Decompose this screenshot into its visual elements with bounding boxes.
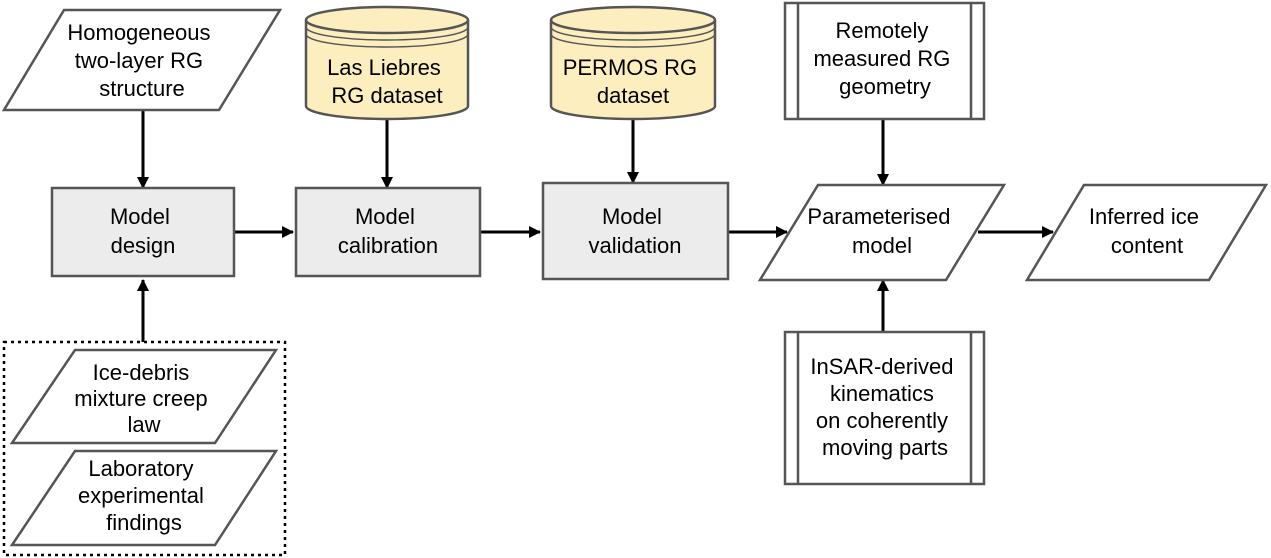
node-insar-kinematics: InSAR-derived kinematics on coherently m… [783,330,986,486]
node-model-calibration: Model calibration [294,186,482,278]
database-cylinder-ring [305,33,469,48]
process-box-shape [541,181,730,281]
text-line: Model [355,204,415,229]
text-line: moving parts [822,435,948,460]
node-inferred-ice-content: Inferred ice content [1024,183,1269,282]
node-text: Remotely measured RG geometry [813,18,956,99]
text-line: Remotely [835,18,928,43]
text-line: design [111,233,176,258]
text-line: Inferred ice [1089,204,1199,229]
text-line: two-layer RG [75,48,203,73]
process-box-shape [50,186,236,278]
node-text: Laboratory experimental findings [78,456,210,535]
parallelogram-shape [9,449,279,547]
node-text: InSAR-derived kinematics on coherently m… [810,354,959,460]
text-line: calibration [338,233,438,258]
text-line: findings [106,510,182,535]
node-text: Model calibration [338,204,438,258]
database-cylinder-ring [550,33,716,48]
text-line: structure [99,76,185,101]
predefined-process-shape [783,1,986,121]
database-cylinder-top [304,5,470,35]
node-las-liebres-dataset: Las Liebres RG dataset [304,5,470,121]
parallelogram-shape [757,183,1007,282]
node-text: Parameterised model [807,204,956,258]
node-text: Ice-debris mixture creep law [74,360,213,437]
node-text: Las Liebres RG dataset [327,55,447,108]
database-cylinder-ring [305,26,469,41]
node-ice-debris-creep-law: Ice-debris mixture creep law [9,348,279,445]
text-line: model [852,233,912,258]
node-remote-geometry: Remotely measured RG geometry [783,1,986,121]
edges [137,110,1054,342]
text-line: measured RG [813,46,950,71]
database-cylinder-ring [550,26,716,41]
parallelogram-shape [1,8,283,112]
predefined-process-shape [783,330,986,486]
node-parameterised-model: Parameterised model [757,183,1007,282]
node-text: Inferred ice content [1089,204,1205,258]
node-permos-dataset: PERMOS RG dataset [549,5,717,121]
text-line: validation [589,233,682,258]
text-line: Las Liebres [327,55,441,80]
parallelogram-shape [1024,183,1269,282]
text-line: Ice-debris [93,360,190,385]
text-line: kinematics [830,381,934,406]
text-line: experimental [78,483,204,508]
parallelogram-shape [9,348,279,445]
database-cylinder-top [549,5,717,35]
text-line: RG dataset [331,83,442,108]
node-text: PERMOS RG dataset [563,55,704,108]
text-line: mixture creep [74,386,207,411]
text-line: PERMOS RG [563,55,697,80]
node-text: Model validation [589,204,682,258]
text-line: dataset [597,83,669,108]
node-model-design: Model design [50,186,236,278]
text-line: geometry [839,74,931,99]
node-text: Homogeneous two-layer RG structure [67,20,216,101]
process-box-shape [294,186,482,278]
text-line: Parameterised [807,204,950,229]
material-inputs-group [2,340,287,557]
text-line: Laboratory [88,456,193,481]
text-line: Model [602,204,662,229]
node-homogeneous-structure: Homogeneous two-layer RG structure [1,8,283,112]
text-line: content [1111,233,1183,258]
node-laboratory-findings: Laboratory experimental findings [9,449,279,547]
text-line: Homogeneous [67,20,210,45]
node-model-validation: Model validation [541,181,730,281]
node-text: Model design [110,204,176,258]
text-line: on coherently [816,408,948,433]
text-line: Model [110,204,170,229]
text-line: InSAR-derived [810,354,953,379]
text-line: law [127,412,160,437]
